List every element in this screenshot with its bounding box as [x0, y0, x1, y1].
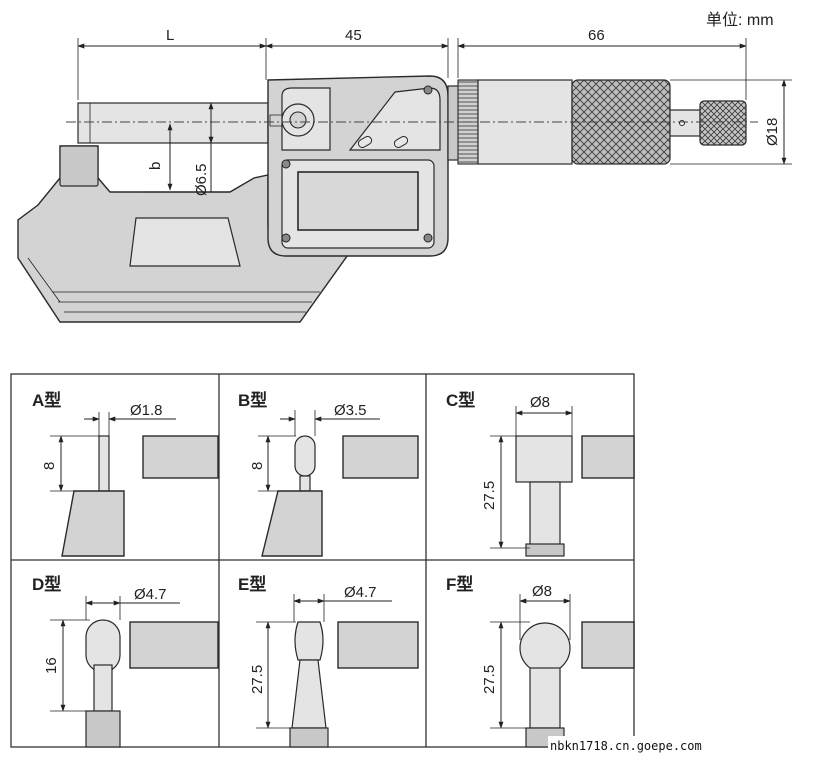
dim-66-label: 66: [588, 27, 605, 44]
panel-c: C型 Ø8 27.5: [446, 390, 635, 557]
panel-f-diameter: Ø8: [532, 583, 552, 600]
panel-a-height: 8: [41, 462, 58, 470]
panel-c-diameter: Ø8: [530, 394, 550, 411]
top-dimensions: [77, 38, 792, 193]
panel-f-height: 27.5: [481, 665, 498, 694]
panel-e: E型 Ø4.7 27.5: [238, 574, 419, 748]
unit-label: 单位: mm: [706, 11, 774, 29]
dim-b-label: b: [147, 162, 164, 170]
panel-d-diameter: Ø4.7: [134, 586, 167, 603]
dim-spindle-label: Ø6.5: [193, 163, 210, 196]
dim-L-label: L: [166, 27, 174, 44]
panel-e-height: 27.5: [249, 665, 266, 694]
panel-c-height: 27.5: [481, 481, 498, 510]
panel-a-diameter: Ø1.8: [130, 402, 163, 419]
panel-d-height: 16: [43, 657, 60, 674]
dim-45-label: 45: [345, 27, 362, 44]
panel-b: B型 Ø3.5 8: [238, 390, 419, 557]
panel-b-height: 8: [249, 462, 266, 470]
micrometer-body: [17, 75, 758, 323]
panel-c-type: C型: [446, 390, 475, 410]
panel-f-type: F型: [446, 574, 473, 594]
panel-e-type: E型: [238, 574, 266, 594]
panel-e-diameter: Ø4.7: [344, 584, 377, 601]
panel-d: D型 Ø4.7 16: [32, 574, 219, 748]
dim-thimble-label: Ø18: [764, 118, 781, 146]
panel-a: A型 Ø1.8 8: [32, 390, 219, 557]
panel-b-type: B型: [238, 390, 267, 410]
watermark-text: nbkn1718.cn.goepe.com: [550, 739, 702, 753]
panel-b-diameter: Ø3.5: [334, 402, 367, 419]
top-labels: 单位: mm L 45 66 b Ø6.5 Ø18: [147, 11, 781, 196]
panel-f: F型 Ø8 27.5: [446, 574, 635, 748]
panel-a-type: A型: [32, 390, 61, 410]
panel-d-type: D型: [32, 574, 61, 594]
